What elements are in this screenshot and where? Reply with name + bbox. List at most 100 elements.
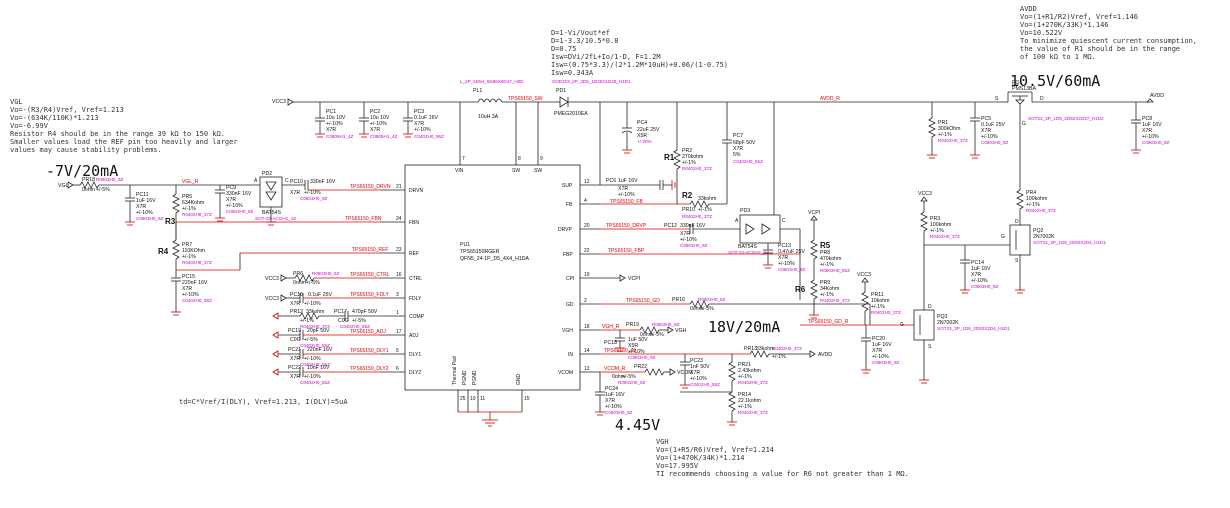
svg-text:R2: R2 [682, 191, 693, 200]
svg-text:+/-10%: +/-10% [304, 356, 321, 362]
svg-text:C0603H0_9Z: C0603H0_9Z [136, 216, 164, 221]
svg-text:+/-10%: +/-10% [872, 354, 889, 360]
resistor-pr16: PR16 R0603H0_5Z 0ohm +/-5% [672, 297, 870, 312]
svg-text:C0G: C0G [338, 318, 349, 324]
svg-text:VCC3: VCC3 [265, 276, 279, 282]
svg-text:Isw=0.343A: Isw=0.343A [551, 69, 594, 77]
ctrl-net: VCC3 PR6 R0603H0_5Z 0ohm +/-5% TPS65150_… [265, 271, 390, 286]
svg-text:R0603H0_55Z: R0603H0_55Z [820, 268, 850, 273]
resistor-pr4: PR4 100kohm +/-1% R0402H0_37Z [1016, 160, 1056, 225]
avdd-rail-label: 10.5V/60mA [1010, 72, 1100, 90]
svg-text:PR6: PR6 [293, 271, 303, 277]
svg-text:2.43kohm: 2.43kohm [738, 368, 761, 374]
svg-text:PC23: PC23 [690, 358, 703, 364]
svg-text:+/-10%: +/-10% [370, 121, 387, 127]
svg-text:C0603H0_9Z: C0603H0_9Z [605, 410, 633, 415]
svg-text:Vo=(1+R1/R2)Vref, Vref=1.146: Vo=(1+R1/R2)Vref, Vref=1.146 [1020, 13, 1138, 21]
svg-text:VCOM_R: VCOM_R [604, 366, 626, 372]
svg-text:16: 16 [396, 272, 402, 278]
svg-text:Vo=(1+470K/34K)*1.214: Vo=(1+470K/34K)*1.214 [656, 454, 745, 462]
svg-text:D: D [1015, 219, 1019, 225]
svg-text:VGL_R: VGL_R [182, 179, 199, 185]
svg-text:12: 12 [584, 179, 590, 185]
svg-text:5: 5 [396, 348, 399, 354]
svg-text:+/-10%: +/-10% [1142, 134, 1159, 140]
svg-text:470kohm: 470kohm [820, 256, 841, 262]
resistor-pr13: AVDD PR13 33kohm R0402H0_37Z +/-1% [744, 346, 832, 360]
cap-pc18: PC18 1uF 50V X5R +/-10% C0603H0_9Z [604, 330, 656, 360]
svg-text:REF: REF [409, 251, 419, 257]
ref-net: TPS65150_REF [176, 247, 388, 271]
drvn-net: PC10 330nF 16V X7R +/-10% C0603H0_9Z TPS… [282, 179, 391, 201]
svg-text:TPS65150_GD_R: TPS65150_GD_R [808, 319, 849, 325]
svg-text:C0402H0_55Z: C0402H0_55Z [690, 382, 720, 387]
svg-text:PC12: PC12 [664, 223, 677, 229]
svg-text:1uF 16V: 1uF 16V [971, 266, 991, 272]
svg-text:To minimize quiescent current: To minimize quiescent current consumptio… [1020, 37, 1197, 45]
svg-text:X7R: X7R [226, 197, 236, 203]
diode-pd2: PD2 A C BAT54S SOT-23-ACGH1_1Z [254, 171, 296, 226]
svg-text:C0603H0_9Z: C0603H0_9Z [300, 196, 328, 201]
boost-formula-note: D=1-Vi/Vout*ef D=1-3.3/10.5*0.8 D=0.75 I… [551, 29, 728, 77]
resistor-pr6: PR6 R0603H0_5Z 0ohm +/-5% [293, 271, 340, 286]
svg-text:+/-10%: +/-10% [981, 134, 998, 140]
svg-text:C0402H0_55Z: C0402H0_55Z [414, 134, 444, 139]
svg-text:0ohm: 0ohm [293, 280, 306, 286]
svg-text:VCPI: VCPI [628, 276, 640, 282]
cap-pc8: PC8 1uF 16V X7R +/-10% C0603H0_9Z [1131, 102, 1170, 154]
svg-text:+/-10%: +/-10% [414, 127, 431, 133]
svg-text:0ohm: 0ohm [612, 374, 625, 380]
svg-text:C0402H0_55Z: C0402H0_55Z [182, 298, 212, 303]
svg-text:TPS65150_FDLY: TPS65150_FDLY [350, 292, 389, 298]
fb-net: TPS65150_FB R2 33kohm PR10 +/-1% R0402H0… [600, 191, 727, 219]
svg-text:23: 23 [396, 247, 402, 253]
svg-text:2N7002K: 2N7002K [937, 320, 959, 326]
svg-text:PC18: PC18 [604, 340, 617, 346]
svg-text:R0402H0_37Z: R0402H0_37Z [738, 380, 768, 385]
sup-net: PC6 1uF 16V X7R +/-10% [599, 102, 676, 198]
vgl-output: VGL PR18 R0603H0_5Z 0ohm +/-5% VGL_R [58, 177, 260, 193]
svg-text:10u 10V: 10u 10V [326, 115, 346, 121]
svg-text:PC2: PC2 [370, 109, 380, 115]
resistor-pr21: PR21 2.43kohm +/-1% R0402H0_37Z [728, 354, 768, 392]
svg-text:C0805H1_4Z: C0805H1_4Z [326, 134, 354, 139]
svg-text:AVDD: AVDD [818, 352, 832, 358]
svg-text:of 100 kΩ to 1 MΩ.: of 100 kΩ to 1 MΩ. [1020, 53, 1096, 61]
svg-text:0ohm: 0ohm [690, 306, 703, 312]
svg-text:SOT-23-ACGH1_1Z: SOT-23-ACGH1_1Z [255, 216, 296, 221]
svg-text:VGH_R: VGH_R [602, 324, 620, 330]
svg-text:X5R: X5R [628, 343, 638, 349]
svg-text:SOT23_3P_1D9_2D92X2D37_H1D2: SOT23_3P_1D9_2D92X2D37_H1D2 [1028, 116, 1104, 121]
svg-text:PR21: PR21 [738, 362, 751, 368]
svg-text:+/-1%: +/-1% [738, 404, 752, 410]
svg-text:GND: GND [516, 374, 522, 386]
svg-text:R0402H0_37Z: R0402H0_37Z [738, 410, 768, 415]
svg-text:330nF 16V: 330nF 16V [310, 179, 336, 185]
svg-text:QFN5_24-1P_D5_4X4_H1DA: QFN5_24-1P_D5_4X4_H1DA [460, 256, 529, 262]
svg-text:11: 11 [480, 396, 485, 402]
vgh-formula-note: VGH Vo=(1+R5/R6)Vref, Vref=1.214 Vo=(1+4… [656, 438, 909, 478]
svg-text:S: S [995, 96, 999, 102]
svg-text:PQ3: PQ3 [937, 314, 947, 320]
svg-text:SW: SW [512, 168, 520, 174]
svg-text:VGH: VGH [562, 328, 573, 334]
svg-text:PU1: PU1 [460, 242, 470, 248]
svg-text:+/-5%: +/-5% [352, 318, 366, 324]
resistor-pr18: PR18 R0603H0_5Z 0ohm +/-5% [79, 177, 124, 193]
svg-text:C0603H0_9Z: C0603H0_9Z [680, 243, 708, 248]
cap-pc11: PC11 1uF 16V X7R +/-10% C0603H0_9Z [125, 185, 164, 226]
svg-text:0.1uF 16V: 0.1uF 16V [414, 115, 438, 121]
svg-text:+/-5%: +/-5% [96, 187, 110, 193]
svg-text:FB: FB [566, 202, 573, 208]
svg-text:1: 1 [396, 310, 399, 316]
svg-text:330nF 16V: 330nF 16V [680, 223, 706, 229]
vcc3-input-net: VCC3 [272, 98, 478, 140]
svg-text:22uF 25V: 22uF 25V [637, 127, 660, 133]
svg-text:G: G [1022, 121, 1026, 127]
svg-text:0ohm: 0ohm [640, 332, 653, 338]
svg-text:X7R: X7R [605, 398, 615, 404]
cap-pc16: PC16 0.1uF 25V X7R +/-10% [290, 292, 332, 307]
svg-text:25: 25 [460, 396, 466, 402]
svg-text:VCC3: VCC3 [265, 296, 279, 302]
